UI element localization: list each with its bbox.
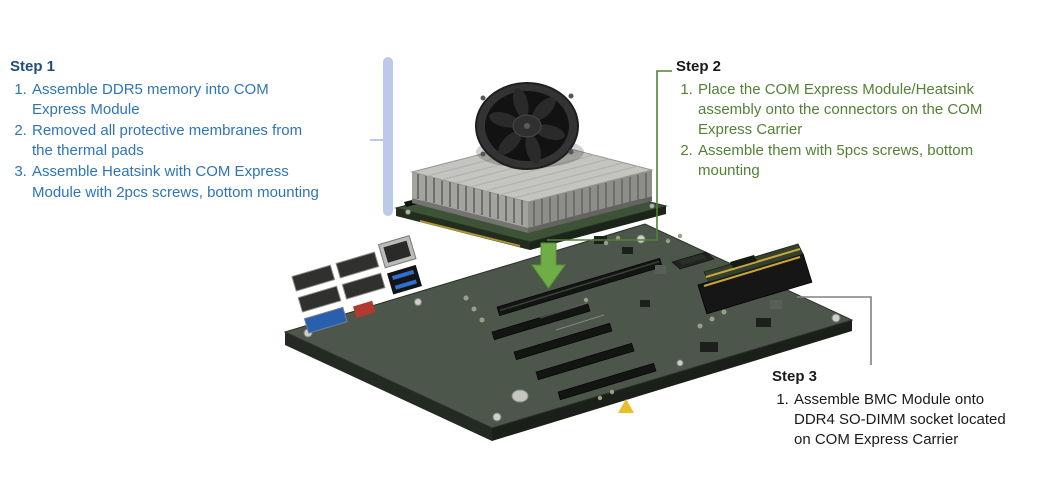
io-connectors <box>291 234 423 334</box>
step3-callout: Step 3 Assemble BMC Module onto DDR4 SO-… <box>772 367 1007 451</box>
step1-leader-bar <box>383 57 393 216</box>
step-item: Assemble DDR5 memory into COM Express Mo… <box>31 80 322 120</box>
coin-battery <box>511 389 529 403</box>
step-item: Assemble Heatsink with COM Express Modul… <box>31 162 322 202</box>
serial-port <box>297 285 342 313</box>
down-arrow-icon <box>531 242 566 289</box>
pcie-slot <box>557 362 657 401</box>
board-components <box>303 233 841 422</box>
step-item: Assemble them with 5pcs screws, bottom m… <box>697 141 1016 181</box>
cooling-fan <box>475 82 584 170</box>
serial-port <box>341 272 386 300</box>
step1-callout: Step 1 Assemble DDR5 memory into COM Exp… <box>10 57 322 204</box>
step3-list: Assemble BMC Module onto DDR4 SO-DIMM so… <box>772 390 1007 450</box>
heatsink-fins <box>417 173 647 226</box>
step-item: Assemble BMC Module onto DDR4 SO-DIMM so… <box>793 390 1007 450</box>
step3-leader-line <box>797 296 872 365</box>
step3-title: Step 3 <box>772 368 818 385</box>
pcie-slot <box>535 342 635 381</box>
step1-list: Assemble DDR5 memory into COM Express Mo… <box>10 80 322 203</box>
step-item: Removed all protective membranes from th… <box>31 121 322 161</box>
step2-list: Place the COM Express Module/Heatsink as… <box>676 80 1016 181</box>
pcie-slot <box>491 302 591 341</box>
pcie-slot <box>513 322 613 361</box>
step2-callout: Step 2 Place the COM Express Module/Heat… <box>676 57 1016 183</box>
power-connector <box>352 300 376 318</box>
step1-title: Step 1 <box>10 58 56 75</box>
step2-title: Step 2 <box>676 58 722 75</box>
step-item: Place the COM Express Module/Heatsink as… <box>697 80 1016 140</box>
warning-triangle-icon <box>618 399 634 413</box>
step2-leader-line <box>547 70 672 241</box>
vga-port <box>303 306 348 334</box>
usb-ports <box>386 264 423 295</box>
carrier-board <box>283 223 854 441</box>
mounting-holes <box>303 234 841 422</box>
serial-port <box>291 264 336 292</box>
ddr4-sodimm-socket <box>697 243 813 315</box>
serial-port <box>335 251 380 279</box>
